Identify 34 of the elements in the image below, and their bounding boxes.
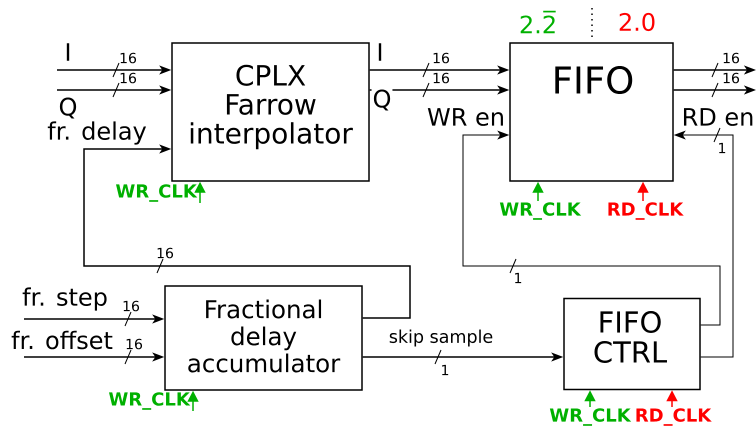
signal-label: fr. step <box>21 286 109 312</box>
clock-label: WR_CLK <box>500 202 582 220</box>
bus-width-label: 16 <box>434 72 450 84</box>
bus-width-label: 16 <box>120 72 136 84</box>
signal-label: Q <box>58 96 78 120</box>
block-box: Fractional delay accumulator <box>164 285 363 391</box>
block-box: FIFO <box>509 42 674 182</box>
clock-label: WR_CLK <box>550 408 632 426</box>
signal-label: I <box>375 42 385 62</box>
bus-width-label: 1 <box>442 364 448 376</box>
arrow <box>462 130 720 326</box>
arrow <box>83 144 411 319</box>
signal-label: fr. delay <box>46 120 148 146</box>
signal-label: skip sample <box>388 328 494 348</box>
bus-width-label: 16 <box>120 52 136 64</box>
bus-width-label: 16 <box>124 300 140 312</box>
bus-width-label: 16 <box>126 338 142 350</box>
block-box: CPLX Farrow interpolator <box>171 42 370 182</box>
block-box: FIFO CTRL <box>563 298 701 390</box>
clock-label: WR_CLK <box>116 184 198 202</box>
signal-label: WR en <box>426 107 506 127</box>
signal-label: 16 <box>721 72 741 84</box>
signal-label: fr. offset <box>10 330 114 350</box>
signal-label: Q <box>372 88 392 112</box>
clock-label: RD_CLK <box>608 202 684 220</box>
signal-label: 16 <box>721 52 741 64</box>
bus-width-label: 1 <box>719 142 726 154</box>
signal-label: RD en <box>680 107 756 127</box>
bus-width-label: 1 <box>515 272 522 284</box>
bus-width-label: 16 <box>158 248 174 258</box>
clock-label: WR_CLK <box>109 392 190 410</box>
bus-width-label: 16 <box>434 52 450 64</box>
signal-label: I <box>63 42 73 62</box>
clock-label: RD_CLK <box>636 408 712 426</box>
